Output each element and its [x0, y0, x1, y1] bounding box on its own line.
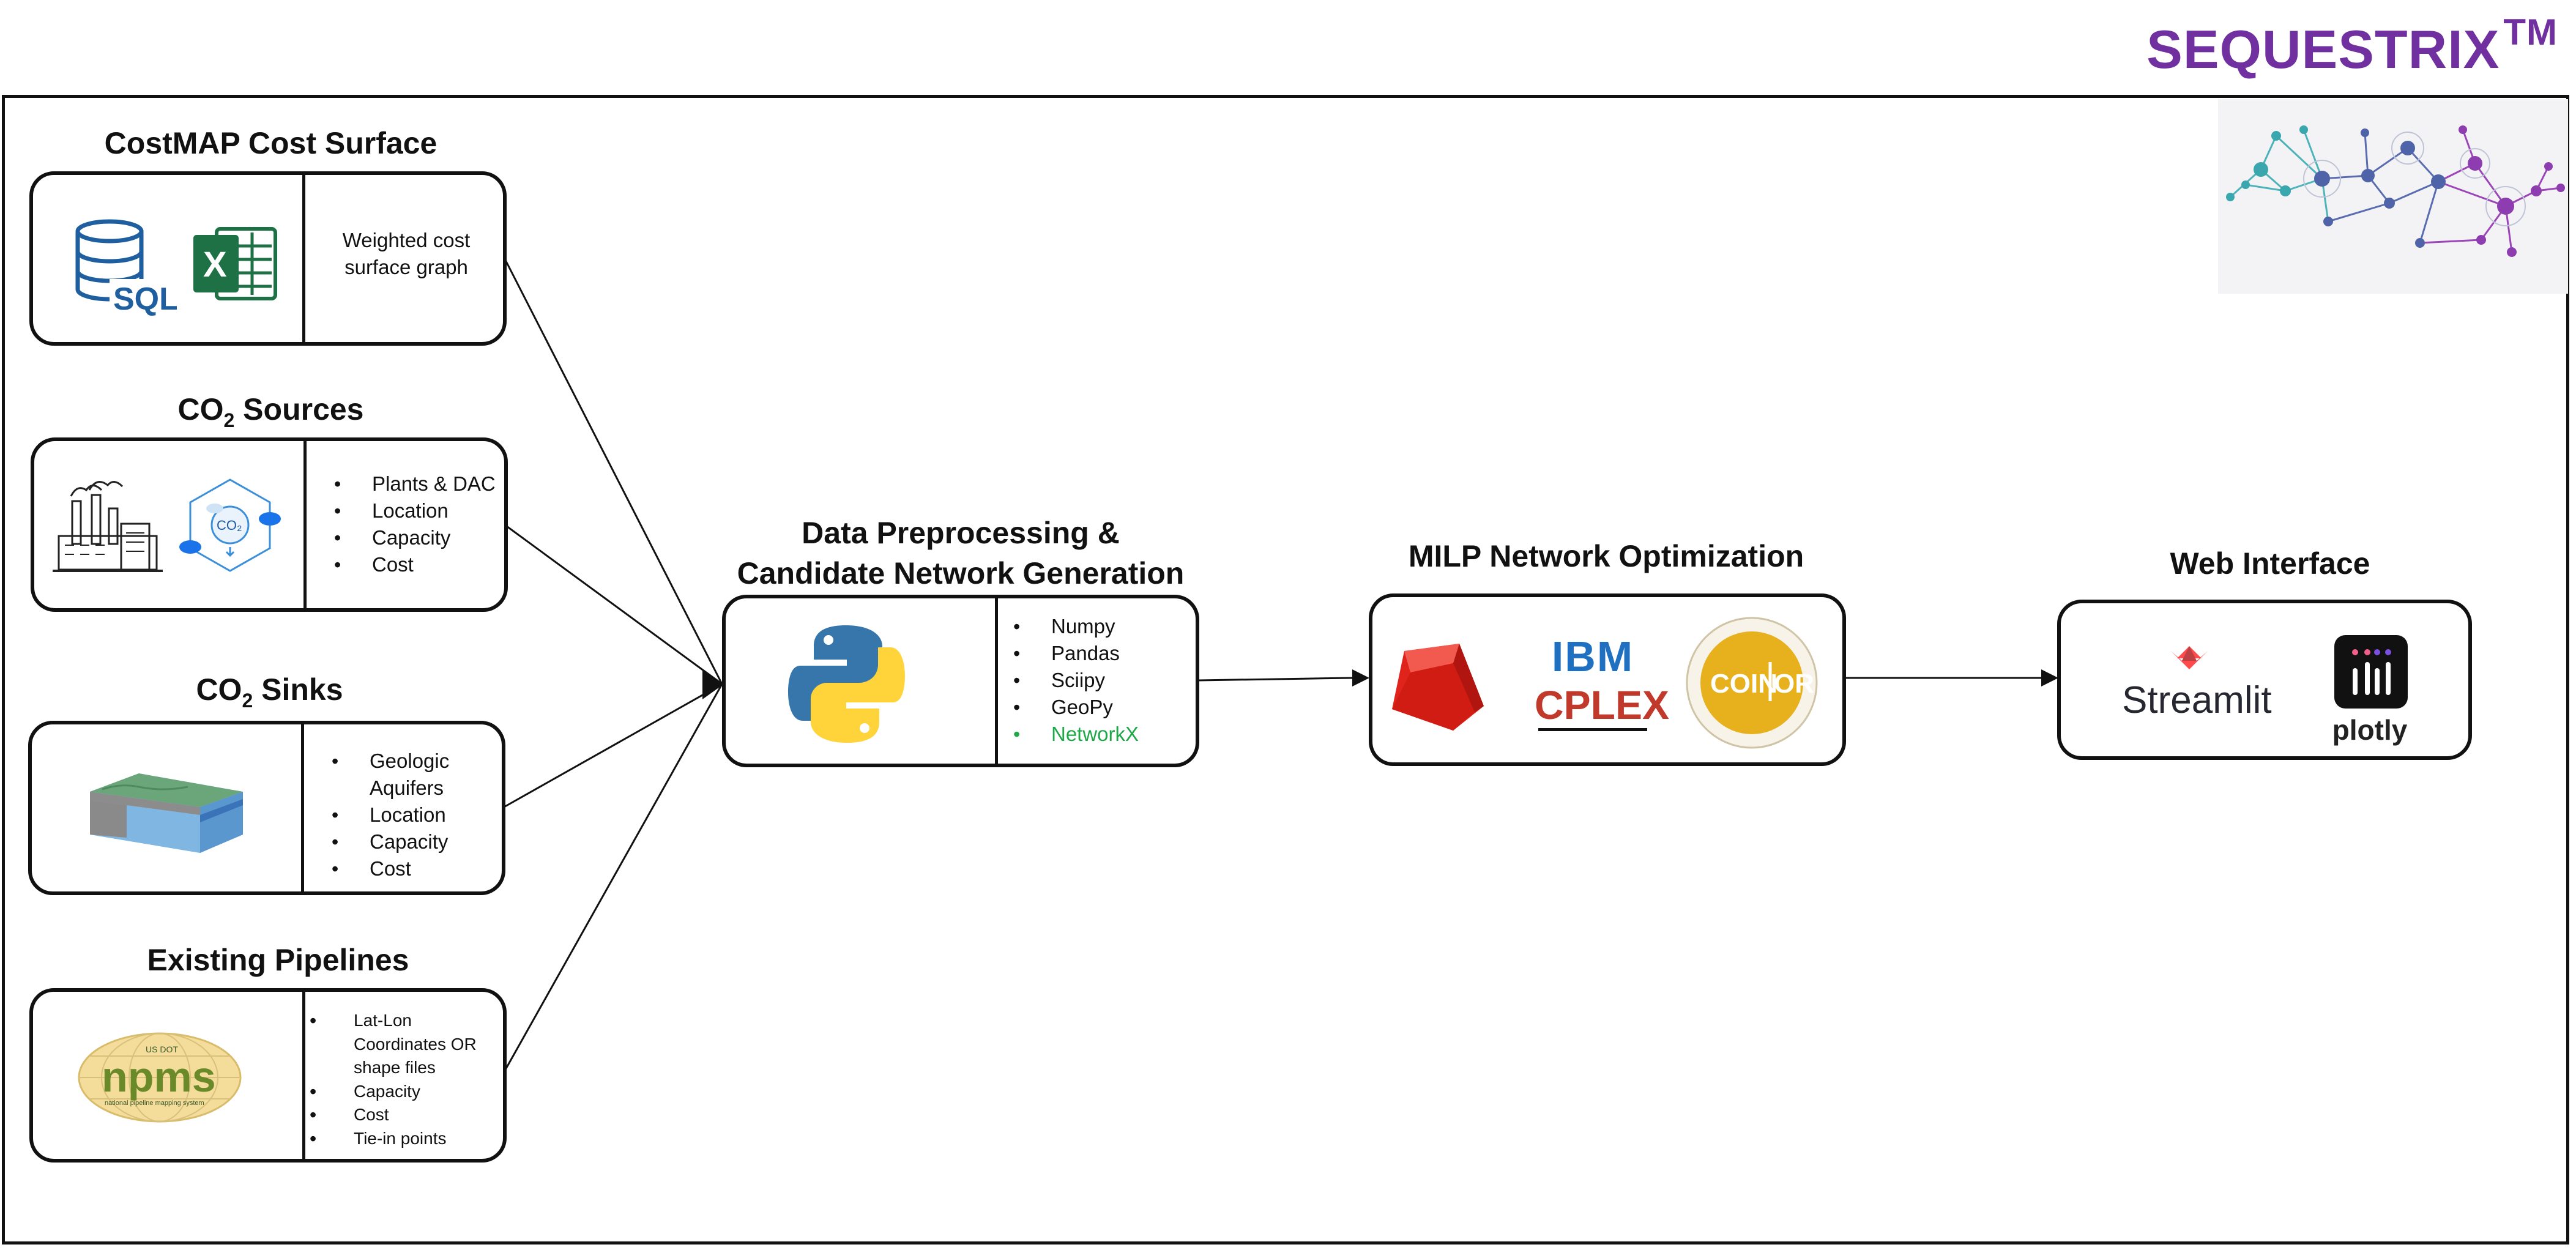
sinks-title: CO2 Sinks — [196, 672, 343, 712]
list-item: Lat-Lon Coordinates OR shape files — [310, 1009, 493, 1080]
web-box: Streamlit plotly — [2057, 600, 2472, 760]
optimization-title: MILP Network Optimization — [1408, 539, 1804, 573]
network-graph-icon — [2218, 99, 2568, 294]
sql-database-icon: SQL — [73, 218, 179, 317]
power-plant-icon — [53, 472, 163, 582]
svg-text:CO₂: CO₂ — [217, 518, 242, 533]
arrow-costmap-to-preprocessing — [504, 258, 723, 685]
list-item: Location — [334, 497, 505, 524]
plotly-logo: plotly — [2321, 635, 2425, 746]
merge-arrowhead — [702, 669, 724, 699]
python-logo — [787, 623, 906, 745]
arrow-pipelines-to-preprocessing — [504, 683, 723, 1071]
npms-logo: US DOT npms national pipeline mapping sy… — [77, 1032, 242, 1123]
list-item: Tie-in points — [310, 1127, 493, 1151]
costmap-title: CostMAP Cost Surface — [104, 126, 437, 160]
list-item: Cost — [310, 1103, 493, 1127]
list-item: Cost — [332, 855, 497, 882]
sinks-box: Geologic Aquifers Location Capacity Cost — [28, 721, 505, 895]
list-item: Capacity — [332, 828, 497, 855]
diagram-frame — [2, 95, 2569, 1244]
sources-title: CO2 Sources — [177, 392, 364, 431]
list-item: Capacity — [310, 1080, 493, 1104]
list-item: Location — [332, 802, 497, 828]
ibm-cplex-logo: IBM CPLEX — [1535, 634, 1669, 732]
preprocessing-list: Numpy Pandas Sciipy GeoPy NetworkX — [1013, 613, 1191, 748]
list-item: Sciipy — [1013, 667, 1191, 694]
list-item: Numpy — [1013, 613, 1191, 640]
svg-text:SQL: SQL — [113, 281, 177, 316]
sinks-list: Geologic Aquifers Location Capacity Cost — [332, 748, 497, 882]
svg-text:US DOT: US DOT — [146, 1044, 178, 1054]
web-title: Web Interface — [2170, 546, 2370, 581]
optimization-box: IBM CPLEX COIN OR — [1369, 593, 1846, 766]
gurobi-logo — [1386, 639, 1490, 731]
list-item-highlight: NetworkX — [1013, 721, 1191, 748]
list-item: GeoPy — [1013, 694, 1191, 721]
pipelines-title: Existing Pipelines — [147, 943, 409, 977]
co2-cloud-icon: CO₂ — [178, 475, 282, 576]
list-item: Capacity — [334, 524, 505, 551]
sources-list: Plants & DAC Location Capacity Cost — [334, 471, 505, 578]
excel-icon: X — [192, 224, 278, 303]
svg-text:national pipeline mapping syst: national pipeline mapping system — [105, 1099, 204, 1107]
arrow-sinks-to-preprocessing — [502, 683, 723, 809]
preprocessing-title: Data Preprocessing & Candidate Network G… — [737, 516, 1185, 590]
list-item: Geologic Aquifers — [332, 748, 497, 802]
costmap-description: Weighted cost surface graph — [342, 229, 471, 278]
arrow-sources-to-preprocessing — [506, 525, 723, 685]
pipelines-box: US DOT npms national pipeline mapping sy… — [29, 988, 507, 1163]
list-item: Pandas — [1013, 640, 1191, 667]
preprocessing-box: Numpy Pandas Sciipy GeoPy NetworkX — [722, 595, 1199, 767]
geologic-block-icon — [90, 767, 249, 853]
list-item: Plants & DAC — [334, 471, 505, 497]
sources-box: CO₂ Plants & DAC Location Capacity Cost — [31, 437, 508, 612]
list-item: Cost — [334, 551, 505, 578]
svg-text:npms: npms — [102, 1053, 216, 1101]
coin-or-logo: COIN OR — [1684, 616, 1819, 750]
svg-text:COIN: COIN — [1710, 669, 1778, 699]
svg-text:OR: OR — [1774, 669, 1814, 699]
costmap-box: SQL X Weighted cost surface graph — [29, 171, 507, 346]
streamlit-logo: Streamlit — [2122, 640, 2306, 726]
arrow-preprocessing-to-optimization — [1197, 677, 1353, 682]
pipelines-list: Lat-Lon Coordinates OR shape files Capac… — [310, 1009, 493, 1150]
svg-text:X: X — [203, 245, 227, 285]
